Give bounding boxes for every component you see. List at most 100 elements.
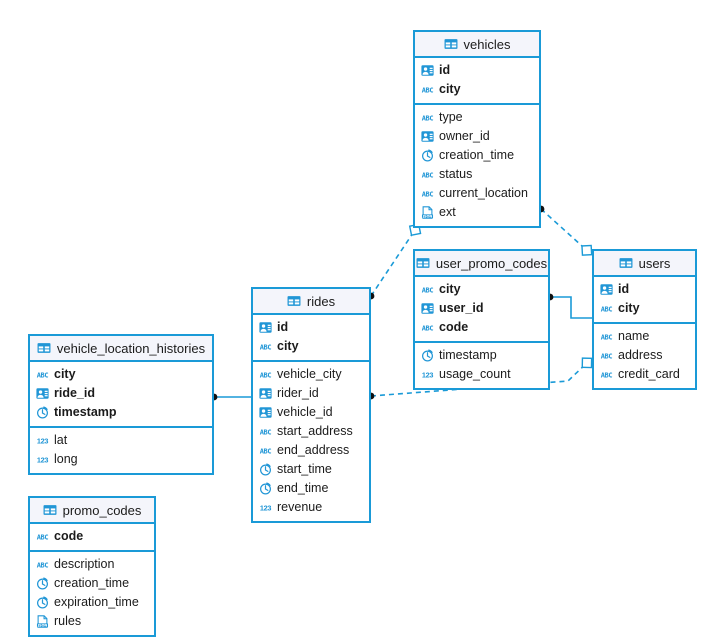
column-row[interactable]: 123 lat <box>30 431 212 450</box>
table-header-rides[interactable]: rides <box>253 289 369 315</box>
string-icon: ABC <box>259 368 272 381</box>
column-name-label: usage_count <box>439 367 511 382</box>
column-row[interactable]: end_time <box>253 479 369 498</box>
column-row[interactable]: creation_time <box>30 574 154 593</box>
table-header-promo_codes[interactable]: promo_codes <box>30 498 154 524</box>
svg-text:123: 123 <box>37 455 48 464</box>
column-name-label: id <box>277 320 289 335</box>
primary-key-row[interactable]: ride_id <box>30 384 212 403</box>
column-name-label: user_id <box>439 301 484 316</box>
column-name-label: creation_time <box>439 148 515 163</box>
column-row[interactable]: expiration_time <box>30 593 154 612</box>
table-header-user_promo_codes[interactable]: user_promo_codes <box>415 251 548 277</box>
primary-key-row[interactable]: ABC code <box>30 527 154 546</box>
uuid-icon <box>36 387 49 400</box>
number-icon: 123 <box>259 501 272 514</box>
column-row[interactable]: vehicle_id <box>253 403 369 422</box>
column-name-label: lat <box>54 433 68 448</box>
column-row[interactable]: ABC vehicle_city <box>253 365 369 384</box>
column-row[interactable]: owner_id <box>415 127 539 146</box>
string-icon: ABC <box>421 283 434 296</box>
json-icon: JSON <box>421 206 434 219</box>
column-name-label: type <box>439 110 463 125</box>
number-icon: 123 <box>421 368 434 381</box>
column-row[interactable]: start_time <box>253 460 369 479</box>
column-name-label: code <box>54 529 84 544</box>
svg-text:ABC: ABC <box>37 371 49 379</box>
uuid-icon <box>259 387 272 400</box>
string-icon: ABC <box>421 168 434 181</box>
column-row[interactable]: rider_id <box>253 384 369 403</box>
column-row[interactable]: 123 usage_count <box>415 365 548 384</box>
string-icon: ABC <box>421 187 434 200</box>
relationship-user-promo-codes-to-users[interactable] <box>546 293 592 319</box>
table-header-vehicle_location_histories[interactable]: vehicle_location_histories <box>30 336 212 362</box>
svg-text:ABC: ABC <box>422 286 434 294</box>
column-name-label: vehicle_id <box>277 405 333 420</box>
primary-key-row[interactable]: user_id <box>415 299 548 318</box>
string-icon: ABC <box>600 330 613 343</box>
relationship-vehicle-location-histories-to-rides[interactable] <box>210 393 251 401</box>
timestamp-icon <box>36 577 49 590</box>
table-icon <box>43 503 57 517</box>
json-icon: JSON <box>36 615 49 628</box>
table-name-label: vehicles <box>463 36 511 52</box>
column-name-label: creation_time <box>54 576 130 591</box>
column-name-label: start_address <box>277 424 353 439</box>
primary-key-row[interactable]: id <box>415 61 539 80</box>
column-name-label: owner_id <box>439 129 490 144</box>
table-name-label: user_promo_codes <box>435 255 548 271</box>
table-icon <box>619 256 633 270</box>
relationship-vehicles-to-users[interactable] <box>537 205 593 256</box>
column-name-label: city <box>439 282 461 297</box>
primary-key-row[interactable]: id <box>594 280 695 299</box>
string-icon: ABC <box>36 530 49 543</box>
column-name-label: credit_card <box>618 367 680 382</box>
column-row[interactable]: creation_time <box>415 146 539 165</box>
column-name-label: id <box>439 63 451 78</box>
svg-text:123: 123 <box>422 370 433 379</box>
number-icon: 123 <box>36 434 49 447</box>
table-name-label: users <box>638 255 671 271</box>
primary-key-row[interactable]: ABC city <box>415 280 548 299</box>
column-name-label: vehicle_city <box>277 367 342 382</box>
uuid-icon <box>421 302 434 315</box>
primary-key-row[interactable]: timestamp <box>30 403 212 422</box>
table-header-users[interactable]: users <box>594 251 695 277</box>
table-icon <box>37 341 51 355</box>
column-row[interactable]: ABC name <box>594 327 695 346</box>
column-name-label: name <box>618 329 650 344</box>
svg-text:ABC: ABC <box>422 86 434 94</box>
primary-key-row[interactable]: id <box>253 318 369 337</box>
column-row[interactable]: timestamp <box>415 346 548 365</box>
table-header-vehicles[interactable]: vehicles <box>415 32 539 58</box>
